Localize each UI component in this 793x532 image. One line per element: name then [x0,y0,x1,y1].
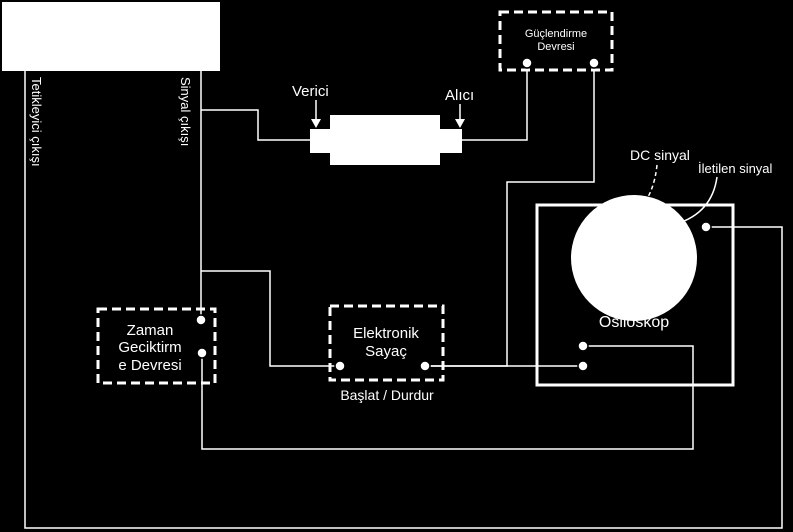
amplifier-label-line2: Devresi [537,41,574,53]
delay-input-terminal [195,314,207,326]
trigger-output-wire [24,71,783,529]
delay-label-line1: Zaman [127,322,174,339]
transmitter-label: Verici [292,83,329,100]
receiver-arrowhead [455,119,465,128]
transmitter-cap [310,129,332,153]
start-stop-label: Başlat / Durdur [340,387,434,403]
amplifier-input-terminal [521,57,533,69]
amplifier-label-line1: Güçlendirme [525,28,587,40]
counter-start-terminal [334,360,346,372]
counter-label-line1: Elektronik [353,325,419,342]
electronic-counter-box [328,304,445,382]
signal-output-label: Sinyal çıkışı [178,77,193,146]
delay-output-terminal [196,347,208,359]
dc-signal-label: DC sinyal [630,147,690,163]
delay-label-line2: Geciktirm [118,339,181,356]
receiver-cap [440,129,462,153]
oscilloscope-trigger-terminal [700,221,712,233]
amplifier-output-terminal [588,57,600,69]
transducer-rod [330,115,440,165]
receiver-to-amplifier-wire [462,63,528,141]
delay-output-wire [201,345,694,450]
amplifier-output-wire [425,63,595,367]
receiver-label: Alıcı [445,87,474,104]
transmitted-signal-pointer [675,176,718,225]
oscilloscope-label: Osiloskop [599,314,669,331]
transmitter-feed-wire [201,109,320,141]
signal-generator-box [2,2,220,71]
amplifier-circuit-box [498,10,614,72]
delay-circuit-box [96,307,217,385]
counter-start-wire [201,270,340,367]
transmitter-arrowhead [311,119,321,128]
transmitted-signal-label: İletilen sinyal [698,161,773,176]
trigger-output-label: Tetikleyici çıkışı [29,77,44,167]
oscilloscope-input-1-terminal [577,340,589,352]
counter-stop-terminal [419,360,431,372]
oscilloscope-screen [571,195,697,321]
oscilloscope-input-2-terminal [577,360,589,372]
delay-label-line3: e Devresi [118,357,181,374]
counter-label-line2: Sayaç [365,343,407,360]
